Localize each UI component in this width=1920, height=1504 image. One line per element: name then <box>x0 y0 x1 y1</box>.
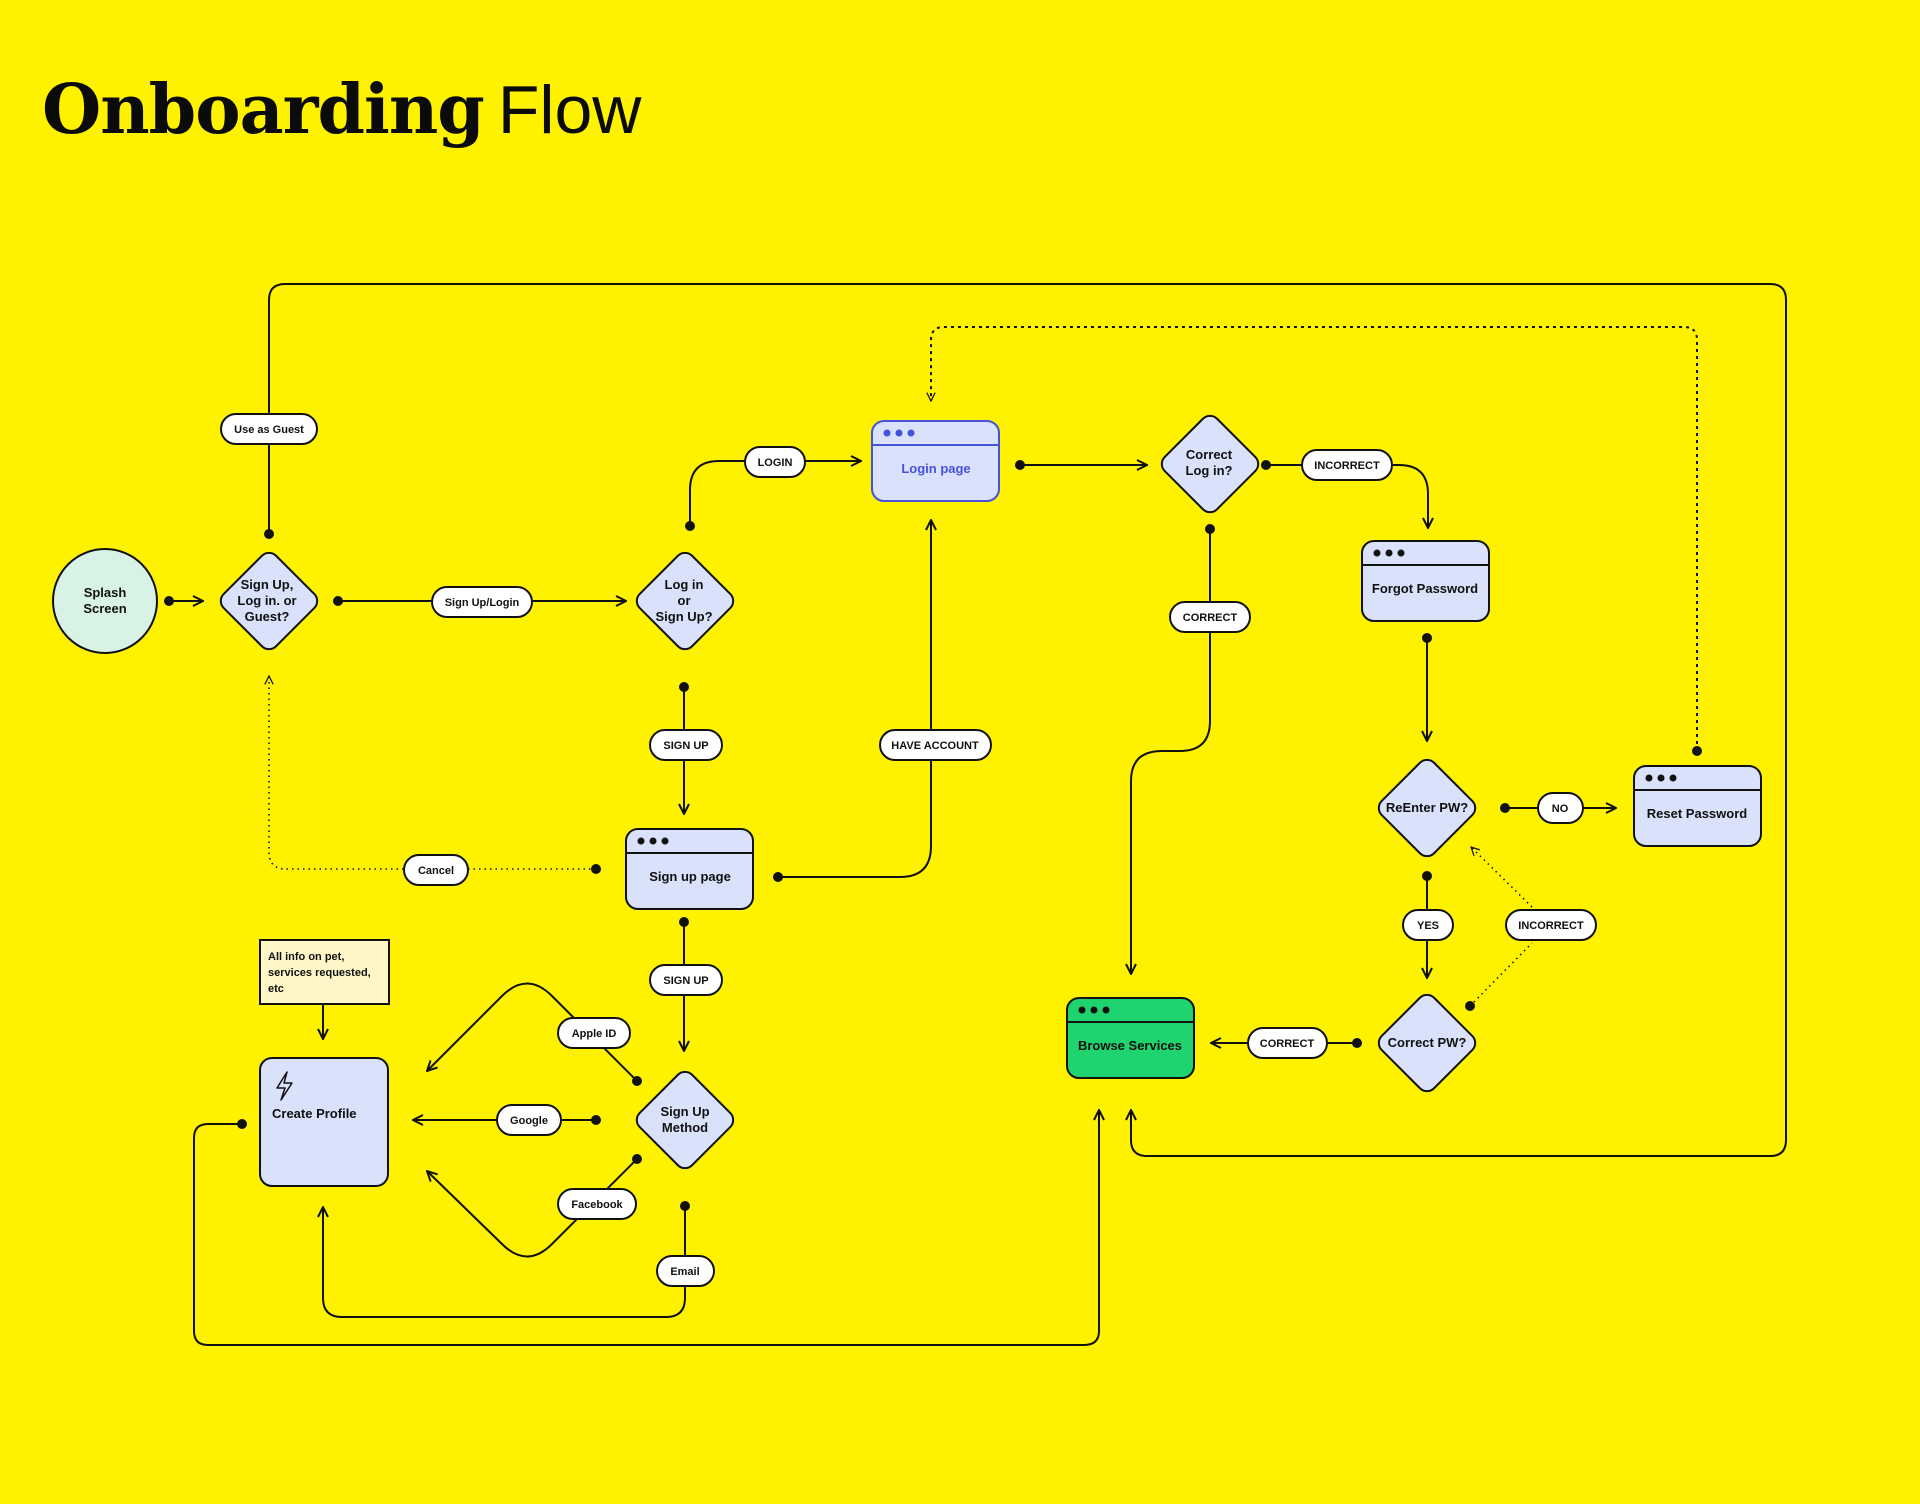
edge-email <box>323 1206 686 1318</box>
edge-incorrect-forgot <box>1266 464 1428 528</box>
svg-text:LOGIN: LOGIN <box>758 457 793 469</box>
label-email: Email <box>656 1255 715 1287</box>
label-use-as-guest: Use as Guest <box>220 413 318 445</box>
create-profile-label: Create Profile <box>272 1106 357 1121</box>
svg-text:INCORRECT: INCORRECT <box>1314 460 1380 472</box>
svg-text:Sign Up/Login: Sign Up/Login <box>445 597 520 609</box>
label-apple-id: Apple ID <box>557 1017 631 1049</box>
forgot-password-node[interactable]: Forgot Password <box>1361 540 1490 622</box>
edge-correct-browse <box>1131 529 1211 974</box>
label-facebook: Facebook <box>557 1188 637 1220</box>
edge-login <box>689 461 861 526</box>
svg-text:SIGN UP: SIGN UP <box>663 740 708 752</box>
login-page-label: Login page <box>901 461 970 476</box>
svg-text:Facebook: Facebook <box>571 1199 623 1211</box>
edge-have-account <box>778 520 931 878</box>
profile-note: All info on pet,services requested,etc <box>259 939 390 1005</box>
label-no: NO <box>1537 792 1584 824</box>
label-have-account: HAVE ACCOUNT <box>879 729 992 761</box>
login-page-node[interactable]: Login page <box>871 420 1000 502</box>
label-correct: CORRECT <box>1169 601 1251 633</box>
correct-pw-decision-node[interactable]: Correct PW? <box>1375 991 1480 1096</box>
label-sign-up: SIGN UP <box>649 729 723 761</box>
title-bold: Onboarding <box>42 70 485 150</box>
signup-page-node[interactable]: Sign up page <box>625 828 754 910</box>
reenter-pw-decision-node[interactable]: ReEnter PW? <box>1375 756 1480 861</box>
title-light: Flow <box>497 72 642 148</box>
label-google: Google <box>496 1104 562 1136</box>
edge-apple-id <box>427 982 638 1082</box>
svg-text:CORRECT: CORRECT <box>1183 612 1238 624</box>
edge-labels: Use as Guest Sign Up/Login LOGIN INCORRE… <box>220 413 1597 1287</box>
svg-text:Email: Email <box>670 1266 699 1278</box>
reset-password-label: Reset Password <box>1647 806 1747 821</box>
svg-text:Correct PW?: Correct PW? <box>1388 1035 1467 1050</box>
label-yes: YES <box>1402 909 1454 941</box>
lightning-icon <box>276 1071 293 1101</box>
reset-password-node[interactable]: Reset Password <box>1633 765 1762 847</box>
svg-text:SIGN UP: SIGN UP <box>663 975 708 987</box>
label-cancel: Cancel <box>403 854 469 886</box>
create-profile-node[interactable]: Create Profile <box>259 1057 389 1187</box>
label-login: LOGIN <box>744 446 806 478</box>
label-sign-up-2: SIGN UP <box>649 964 723 996</box>
label-incorrect-2: INCORRECT <box>1505 909 1597 941</box>
edge-profile-browse <box>193 1110 1099 1346</box>
connectors <box>164 283 1787 1346</box>
svg-text:CORRECT: CORRECT <box>1260 1038 1315 1050</box>
edge-facebook <box>427 1158 638 1258</box>
browse-services-label: Browse Services <box>1078 1038 1182 1053</box>
label-signup-login: Sign Up/Login <box>431 586 533 618</box>
svg-text:NO: NO <box>1552 803 1569 815</box>
svg-text:Cancel: Cancel <box>418 865 454 877</box>
edge-use-as-guest <box>268 283 1787 1157</box>
edge-correctpw-reenter <box>1470 847 1533 1007</box>
browse-services-node[interactable]: Browse Services <box>1066 997 1195 1079</box>
svg-text:YES: YES <box>1417 920 1439 932</box>
edge-cancel <box>269 676 596 870</box>
svg-text:Use as Guest: Use as Guest <box>234 424 304 436</box>
svg-text:Google: Google <box>510 1115 548 1127</box>
svg-text:INCORRECT: INCORRECT <box>1518 920 1584 932</box>
svg-text:HAVE ACCOUNT: HAVE ACCOUNT <box>891 740 979 752</box>
forgot-password-label: Forgot Password <box>1372 581 1478 596</box>
signup-page-label: Sign up page <box>649 869 731 884</box>
label-correct-2: CORRECT <box>1247 1027 1328 1059</box>
svg-text:ReEnter PW?: ReEnter PW? <box>1386 800 1468 815</box>
svg-text:All info on pet,services reque: All info on pet,services requested,etc <box>268 951 371 995</box>
label-incorrect: INCORRECT <box>1301 449 1393 481</box>
svg-text:Apple ID: Apple ID <box>572 1028 617 1040</box>
edge-reset-loginpage <box>931 326 1698 751</box>
